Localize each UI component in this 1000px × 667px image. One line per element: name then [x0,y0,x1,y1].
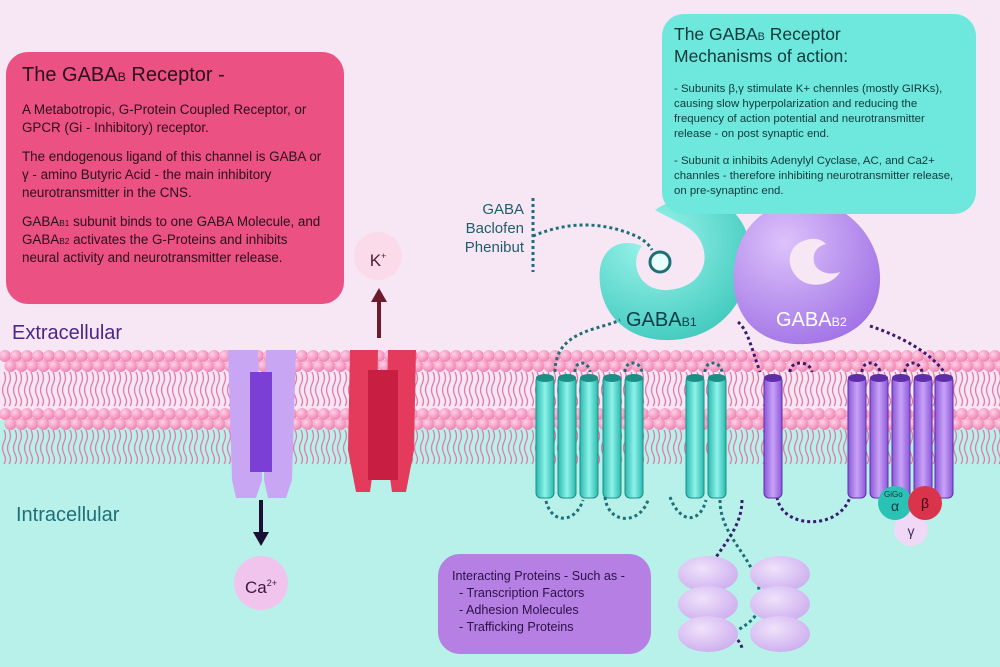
gigo-label: GiGo [884,490,903,499]
p3-subscript-1: B1 [59,218,70,229]
p3-part-c: activates the G-Proteins and inhibits ne… [22,232,288,265]
calcium-flow-arrow [253,500,269,546]
interacting-proteins-box: Interacting Proteins - Such as - - Trans… [438,554,651,654]
receptor-description-box: The GABAB Receptor - A Metabotropic, G-P… [6,52,344,304]
interacting-title: Interacting Proteins - Such as - [452,569,625,583]
mechanism-paragraph-2: - Subunit α inhibits Adenylyl Cyclase, A… [674,154,954,198]
b1-subscript: B1 [681,315,697,329]
ligand-labels: GABA Baclofen Phenibut [440,200,524,257]
gaba-b1-subunit [599,196,751,341]
mech-title-b: Receptor [764,24,841,44]
p3-subscript-2: B2 [59,236,70,247]
calcium-channel [228,350,296,498]
mech-title-line2: Mechanisms of action: [674,45,849,66]
gaba-text: GABA [626,309,682,331]
ligand-gaba: GABA [482,201,524,218]
k-symbol: K [369,251,382,270]
title-subscript: B [117,70,126,84]
gaba-text: GABA [776,309,832,331]
mech-title-subscript: B [757,31,765,43]
title-text: The GABA [22,64,118,86]
potassium-ion: K+ [354,232,402,280]
b2-subscript: B2 [831,315,847,329]
gaba-b1-label: GABAB1 [626,309,697,332]
intracellular-label: Intracellular [16,504,120,526]
g-protein-beta: β [908,486,942,520]
ligand-bracket [531,198,654,272]
p3-part-b: subunit binds to one GABA Molecule, and … [22,214,321,248]
potassium-channel [348,350,416,492]
receptor-paragraph-3: GABAB1 subunit binds to one GABA Molecul… [22,213,328,266]
calcium-ion: Ca2+ [234,556,288,610]
ca-symbol: Ca [245,578,267,597]
interacting-item: - Trafficking Proteins [452,620,574,634]
p3-part-a: GABA [22,214,60,230]
potassium-flow-arrow [371,288,387,338]
g-protein-alpha: α [878,486,912,520]
interacting-item: - Adhesion Molecules [452,603,579,617]
receptor-box-title: The GABAB Receptor - [22,64,328,87]
mechanism-paragraph-1: - Subunits β,γ stimulate K+ chennles (mo… [674,82,943,140]
receptor-paragraph-2: The endogenous ligand of this channel is… [22,149,322,200]
gaba-b2-label: GABAB2 [776,309,847,332]
gaba-b2-subunit [733,199,881,345]
mech-title-a: The GABA [674,24,758,44]
interacting-protein-ovals [678,556,810,652]
extracellular-label: Extracellular [12,322,123,344]
transmembrane-helices [535,374,954,499]
ligand-phenibut: Phenibut [464,239,524,256]
receptor-paragraph-1: A Metabotropic, G-Protein Coupled Recept… [22,102,307,135]
ca-charge: 2+ [266,578,277,588]
ligand-baclofen: Baclofen [465,220,524,237]
k-charge: + [381,251,387,261]
interacting-item: - Transcription Factors [452,586,585,600]
title-suffix: Receptor - [125,64,225,86]
